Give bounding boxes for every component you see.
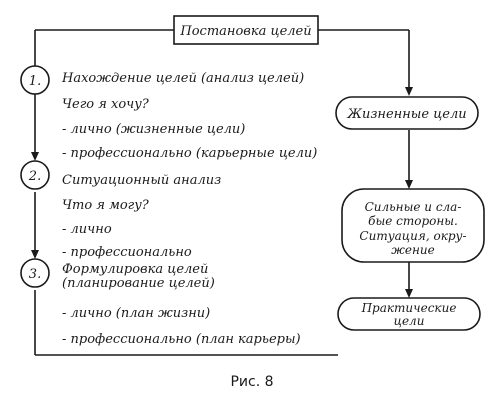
- step-3-number: 3.: [29, 267, 41, 282]
- step-2-heading: Ситуационный анализ: [62, 173, 221, 188]
- step-2-number: 2.: [28, 169, 41, 184]
- step-1-number: 1.: [29, 74, 41, 89]
- life-goals-frame: [335, 96, 479, 130]
- swot-line-2: бые стороны.: [368, 214, 458, 228]
- step-2-question: Что я могу?: [62, 198, 150, 213]
- step-2-item-professional: - профессионально: [62, 245, 192, 260]
- swot-line-1: Сильные и сла-: [365, 200, 462, 214]
- step-3-heading-line1: Формулировка целей: [62, 262, 208, 277]
- practical-goals-line-2: цели: [394, 314, 425, 328]
- life-goals-text: Жизненные цели: [346, 107, 466, 122]
- arrow-down-to-practical: [405, 289, 413, 298]
- step-3: 3. Формулировка целей (планирование целе…: [20, 258, 301, 347]
- step-1-question: Чего я хочу?: [62, 97, 150, 112]
- arrow-down-to-step-2: [31, 152, 39, 161]
- arrow-down-to-swot: [405, 180, 413, 189]
- strengths-weaknesses-frame: [341, 188, 485, 263]
- step-2-circle: [20, 160, 50, 190]
- practical-goals-box: Практические цели: [337, 297, 481, 331]
- arrowheads: [31, 87, 413, 298]
- practical-goals-line-1: Практические: [361, 301, 457, 315]
- figure-caption: Рис. 8: [230, 374, 273, 390]
- step-1: 1. Нахождение целей (анализ целей) Чего …: [20, 65, 317, 161]
- step-3-circle: [20, 258, 50, 288]
- connector-lines: [34, 29, 410, 356]
- step-2: 2. Ситуационный анализ Что я могу? - лич…: [20, 160, 221, 260]
- arrow-down-to-step-3: [31, 250, 39, 259]
- title-frame: [173, 15, 319, 45]
- swot-line-3: Ситуация, окру-: [359, 229, 466, 243]
- step-1-circle: [20, 65, 50, 95]
- title-box: Постановка целей: [173, 15, 319, 45]
- step-3-item-personal: - лично (план жизни): [62, 306, 210, 321]
- title-text: Постановка целей: [179, 24, 311, 39]
- step-1-heading: Нахождение целей (анализ целей): [61, 71, 304, 86]
- swot-line-4: жение: [391, 243, 434, 257]
- arrow-down-to-life-goals: [405, 87, 413, 96]
- strengths-weaknesses-box: Сильные и сла- бые стороны. Ситуация, ок…: [341, 188, 485, 263]
- step-1-item-personal: - лично (жизненные цели): [62, 122, 245, 137]
- step-2-item-personal: - лично: [62, 222, 112, 237]
- step-1-item-professional: - профессионально (карьерные цели): [62, 146, 317, 161]
- practical-goals-frame: [337, 297, 481, 331]
- life-goals-box: Жизненные цели: [335, 96, 479, 130]
- step-3-heading-line2: (планирование целей): [62, 276, 215, 291]
- step-3-item-professional: - профессионально (план карьеры): [62, 332, 301, 347]
